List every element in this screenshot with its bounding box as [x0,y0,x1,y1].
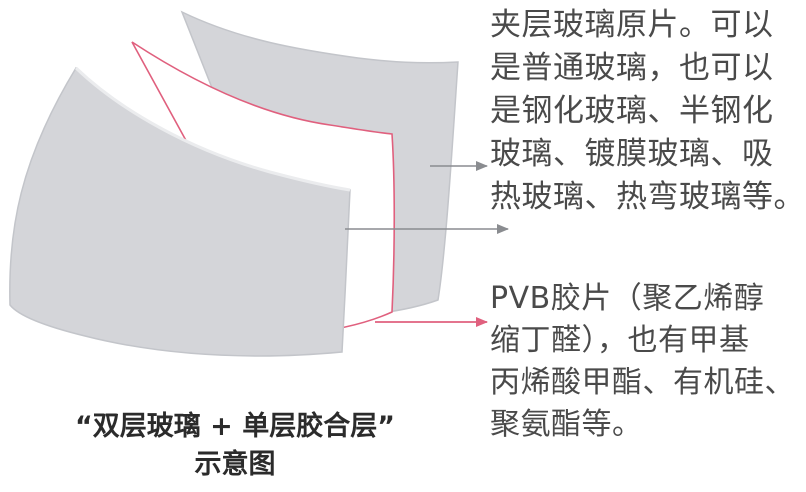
caption-line-2: 示意图 [194,449,276,480]
pvb-film-callout-text: PVB胶片（聚乙烯醇 缩丁醛），也有甲基 丙烯酸甲酯、有机硅、 聚氨酯等。 [490,281,795,442]
diagram-caption: “双层玻璃 + 单层胶合层” 示意图 [0,408,470,484]
caption-line-1: “双层玻璃 + 单层胶合层” [75,411,395,442]
glass-sheet-callout-text: 夹层玻璃原片。可以 是普通玻璃，也可以 是钢化玻璃、半钢化 玻璃、镀膜玻璃、吸 … [490,7,805,215]
front-glass-top-edge [74,66,351,192]
